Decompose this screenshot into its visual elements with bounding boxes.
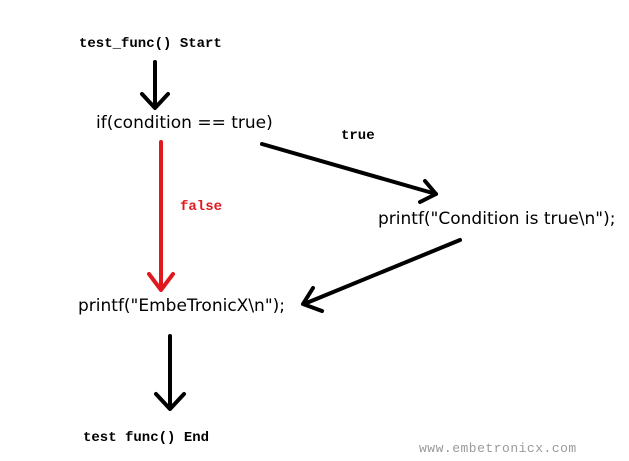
arrow-false-branch [147,140,175,292]
arrow-main-to-end [154,334,186,411]
arrow-start-to-condition [140,60,170,110]
condition-node-label: if(condition == true) [96,113,273,133]
false-branch-label: false [180,199,223,215]
end-node-label: test func() End [83,430,210,446]
watermark-text: www.embetronicx.com [419,441,577,456]
printf-true-node-label: printf("Condition is true\n"); [378,209,616,229]
arrow-true-branch [260,142,438,204]
start-node-label: test_func() Start [79,36,222,52]
true-branch-label: true [341,128,375,144]
arrow-true-to-main [301,238,462,313]
printf-main-node-label: printf("EmbeTronicX\n"); [78,296,286,316]
